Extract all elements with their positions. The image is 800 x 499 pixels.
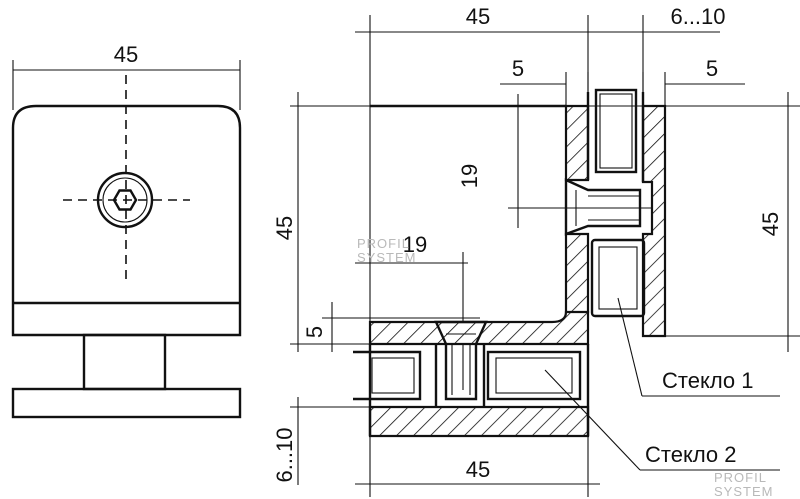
svg-text:PROFIL: PROFIL bbox=[714, 470, 767, 485]
front-view: 45 bbox=[11, 42, 242, 419]
front-base bbox=[11, 387, 242, 419]
side-width-bottom-dim: 45 bbox=[466, 457, 490, 482]
glass-1-label: Стекло 1 bbox=[662, 368, 754, 393]
vertical-bolt bbox=[564, 178, 642, 236]
svg-text:SYSTEM: SYSTEM bbox=[357, 250, 416, 265]
vertical-wall-hatch bbox=[564, 104, 590, 182]
wall-bottom-dim: 5 bbox=[302, 326, 327, 338]
height-right-dim: 45 bbox=[758, 212, 783, 236]
side-width-top-dim: 45 bbox=[466, 4, 490, 29]
horizontal-bolt bbox=[434, 320, 488, 401]
glass-gap-top-dim: 6...10 bbox=[670, 4, 725, 29]
svg-text:SYSTEM: SYSTEM bbox=[714, 484, 773, 499]
depth-vertical-dim: 19 bbox=[457, 164, 482, 188]
watermark-center: PROFIL SYSTEM bbox=[357, 236, 416, 265]
front-stem bbox=[82, 333, 167, 391]
glass-2-pocket bbox=[486, 350, 582, 401]
svg-text:PROFIL: PROFIL bbox=[357, 236, 410, 251]
glass-1-lower-pocket bbox=[590, 238, 646, 318]
glass-1-upper-pocket bbox=[594, 88, 638, 174]
glass-gap-bottom-dim: 6...10 bbox=[272, 427, 297, 482]
front-body bbox=[11, 104, 242, 337]
wall-left-top-dim: 5 bbox=[512, 56, 524, 81]
watermark-corner: PROFIL SYSTEM bbox=[714, 470, 773, 499]
depth-horizontal-dim: 19 bbox=[403, 232, 427, 257]
wall-right-top-dim: 5 bbox=[706, 56, 718, 81]
hex-screw-icon bbox=[96, 171, 154, 229]
front-width-dim: 45 bbox=[114, 42, 138, 67]
horizontal-base-hatch bbox=[368, 310, 590, 346]
section-view: 45 6...10 5 5 45 45 19 19 5 bbox=[272, 4, 800, 497]
glass-2-label: Стекло 2 bbox=[645, 442, 737, 467]
height-left-dim: 45 bbox=[272, 216, 297, 240]
